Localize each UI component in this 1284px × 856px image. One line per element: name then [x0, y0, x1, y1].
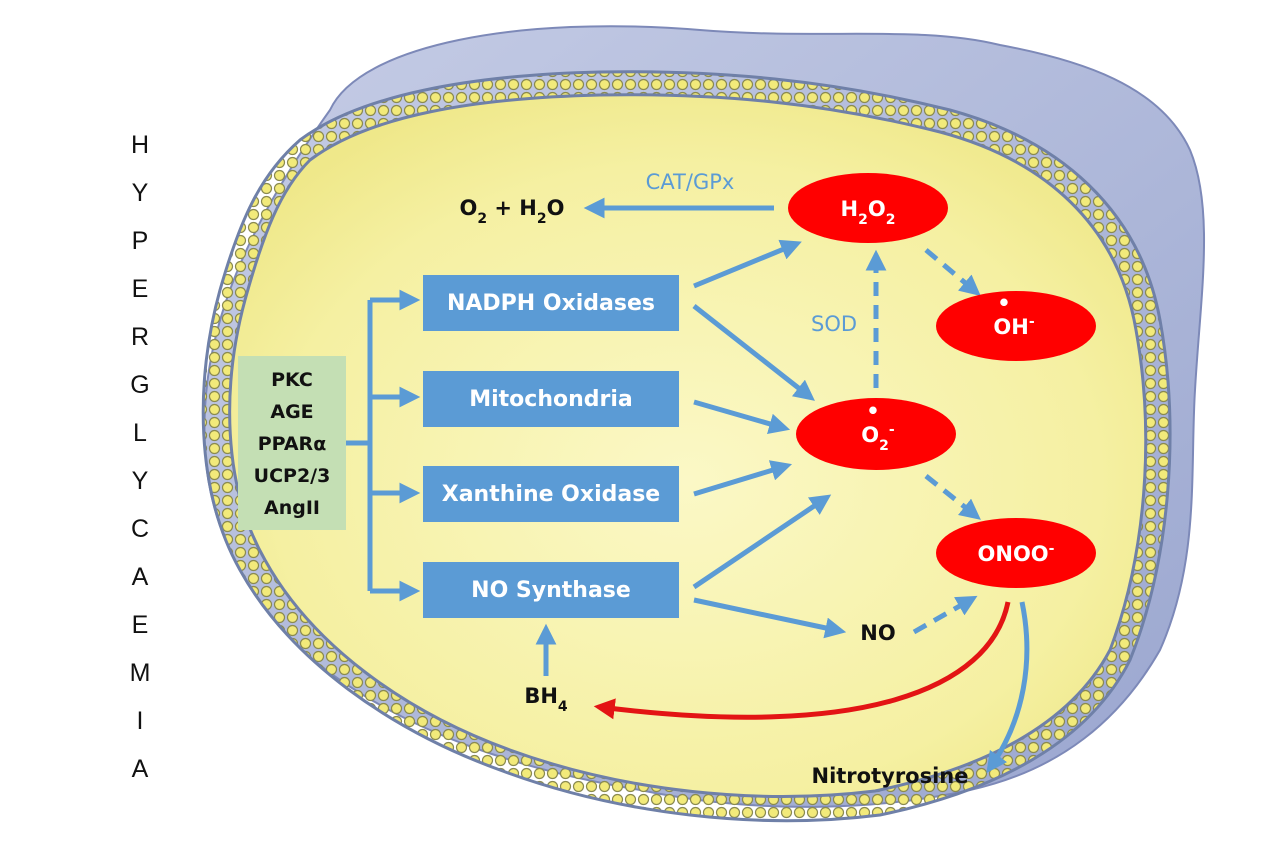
sidebar-letter: P	[132, 227, 149, 255]
source-label: Xanthine Oxidase	[442, 482, 660, 507]
enzyme-catgpx-label: CAT/GPx	[646, 170, 735, 194]
sidebar-letter: M	[130, 659, 151, 687]
species-label: H2O2	[841, 197, 896, 228]
stimulus-angii: AngII	[264, 497, 320, 519]
sidebar-letter: E	[132, 611, 149, 639]
arrow-no-to-peroxynitrite	[912, 595, 978, 635]
stimuli-branch-connector	[346, 289, 421, 602]
enzyme-sod-label: SOD	[811, 312, 857, 336]
species-label: OH-	[993, 314, 1034, 339]
source-label: NADPH Oxidases	[447, 291, 655, 316]
species-superoxide: • O2-	[796, 398, 956, 470]
arrow-h2o2-to-hydroxyl	[924, 248, 981, 297]
species-label: O2-	[861, 422, 895, 454]
product-nitrotyrosine: Nitrotyrosine	[812, 764, 969, 788]
species-peroxynitrite: ONOO-	[936, 518, 1096, 588]
stimuli-box: PKC AGE PPARα UCP2/3 AngII	[238, 356, 346, 530]
sidebar-letter: L	[133, 419, 147, 447]
source-box-bg	[423, 275, 679, 331]
sidebar-letter: G	[130, 371, 149, 399]
sidebar-letter: A	[132, 755, 149, 783]
species-oval	[936, 291, 1096, 361]
stimulus-pkc: PKC	[271, 369, 313, 391]
stimuli-box-bg	[238, 356, 346, 530]
source-box-bg	[423, 562, 679, 618]
product-nitric-oxide: NO	[860, 621, 895, 645]
arrow-peroxynitrite-to-bh4	[593, 601, 1011, 720]
arrow-superoxide-to-peroxynitrite	[924, 474, 981, 520]
radical-dot: •	[866, 399, 879, 423]
product-o2-h2o: O2 + H2O	[459, 196, 564, 227]
stimulus-age: AGE	[270, 401, 313, 423]
stimulus-ppara: PPARα	[258, 433, 327, 455]
sidebar-letter: R	[131, 323, 149, 351]
arrow-xanthine-to-superoxide	[693, 460, 793, 497]
stimulus-ucp: UCP2/3	[254, 465, 331, 487]
sidebar-hyperglycaemia: H Y P E R G L Y C A E M I A	[130, 131, 151, 783]
sidebar-letter: Y	[132, 179, 149, 207]
species-oval	[788, 173, 948, 243]
sidebar-letter: H	[131, 131, 149, 159]
source-label: Mitochondria	[469, 387, 633, 412]
sidebar-letter: Y	[132, 467, 149, 495]
product-bh4: BH4	[524, 684, 568, 715]
arrow-peroxynitrite-to-nitrotyrosine	[986, 601, 1030, 774]
species-h2o2: H2O2	[788, 173, 948, 243]
sidebar-letter: A	[132, 563, 149, 591]
species-label: ONOO-	[978, 541, 1055, 566]
sidebar-letter: C	[131, 515, 149, 543]
source-box-bg	[423, 466, 679, 522]
sidebar-letter: I	[137, 707, 144, 735]
source-label: NO Synthase	[471, 578, 631, 603]
arrow-nos-to-no	[693, 597, 847, 639]
species-oval	[936, 518, 1096, 588]
species-oval	[796, 398, 956, 470]
source-no-synthase: NO Synthase	[423, 562, 679, 618]
arrow-nadph-to-superoxide	[692, 304, 815, 401]
arrow-nos-to-superoxide	[692, 494, 832, 590]
source-mitochondria: Mitochondria	[423, 371, 679, 427]
arrow-nadph-to-h2o2	[693, 239, 802, 289]
source-nadph-oxidases: NADPH Oxidases	[423, 275, 679, 331]
arrow-mito-to-superoxide	[693, 399, 791, 435]
source-xanthine-oxidase: Xanthine Oxidase	[423, 466, 679, 522]
species-hydroxyl-radical: • OH-	[936, 291, 1096, 361]
source-box-bg	[423, 371, 679, 427]
radical-dot: •	[997, 291, 1010, 315]
sidebar-letter: E	[132, 275, 149, 303]
